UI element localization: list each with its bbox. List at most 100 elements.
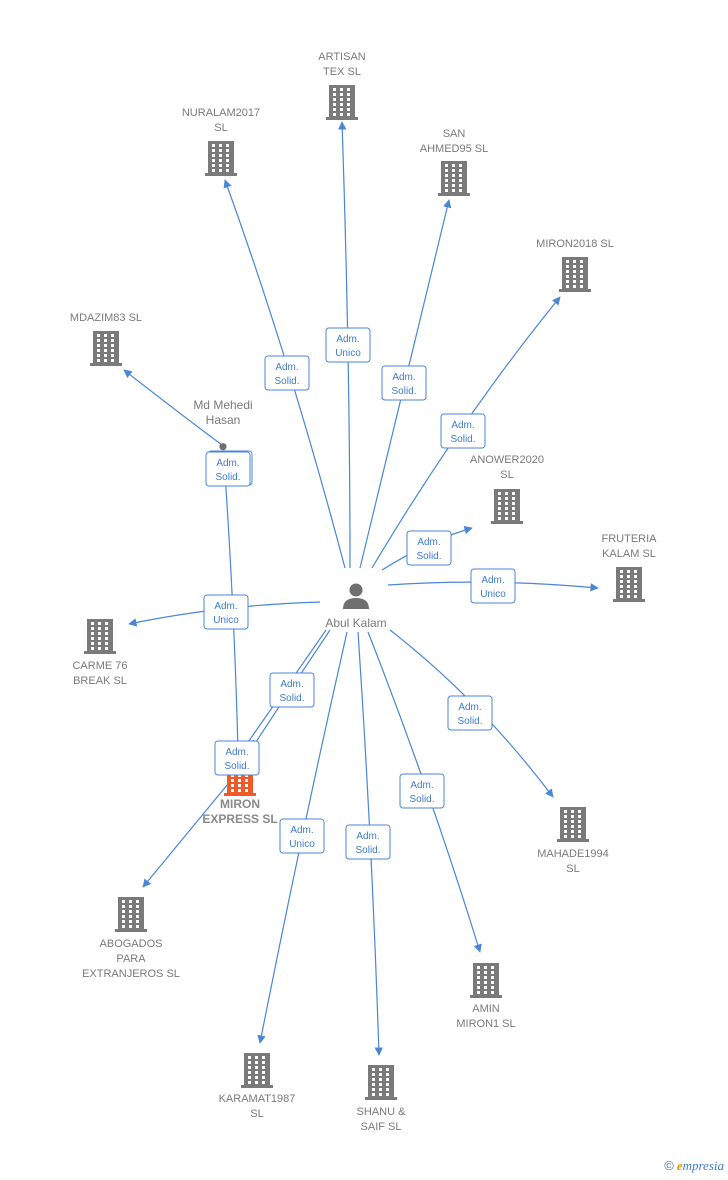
role-label-abul-to-miron[interactable]: Adm. Solid.	[269, 672, 315, 708]
role-text: Solid.	[215, 472, 240, 483]
building-icon	[205, 141, 237, 176]
role-label-abul-to-anower[interactable]: Adm. Solid.	[406, 530, 452, 566]
role-box	[440, 413, 486, 449]
role-text: Adm.	[410, 780, 433, 791]
role-label-abul-to-mahade[interactable]: Adm. Solid.	[447, 695, 493, 731]
building-icon	[115, 897, 147, 932]
role-label-mdmehedi-to-miron[interactable]: Adm. Solid.	[205, 451, 251, 487]
node-label: Md Mehedi	[193, 398, 252, 412]
node-label: SAN	[443, 128, 466, 140]
building-icon	[84, 619, 116, 654]
role-label-abul-to-shanu[interactable]: Adm.Solid.	[345, 824, 391, 860]
role-text: Adm.	[280, 679, 303, 690]
role-text: Unico	[213, 615, 239, 626]
node-label: AMIN	[472, 1003, 500, 1015]
role-label-abul-to-artisan[interactable]: Adm. Unico	[325, 327, 371, 363]
role-box	[269, 672, 315, 708]
node-abul[interactable]: Abul Kalam	[325, 583, 387, 631]
role-text: Adm.	[392, 372, 415, 383]
role-label-miron-to-abogados[interactable]: Adm.Solid.	[214, 740, 260, 776]
role-text: Adm.	[290, 825, 313, 836]
role-text: Solid.	[409, 794, 434, 805]
node-label: EXPRESS SL	[202, 812, 277, 826]
node-label: KARAMAT1987	[219, 1093, 296, 1105]
node-label: SL	[500, 469, 513, 481]
role-box	[279, 818, 325, 854]
role-box	[399, 773, 445, 809]
role-box	[381, 365, 427, 401]
role-label-abul-to-amin[interactable]: Adm. Solid.	[399, 773, 445, 809]
edge-mdmehedi-to-mdazim	[123, 369, 223, 446]
node-label: SHANU &	[357, 1106, 407, 1118]
building-icon	[557, 807, 589, 842]
role-label-abul-to-karamat[interactable]: Adm. Unico	[279, 818, 325, 854]
node-fruteria[interactable]: FRUTERIA KALAM SL	[602, 533, 658, 602]
role-text: Adm.	[275, 362, 298, 373]
role-text: Adm.	[216, 458, 239, 469]
role-box	[264, 355, 310, 391]
role-label-abul-to-carme[interactable]: Adm. Unico	[203, 594, 249, 630]
role-text: Solid.	[457, 716, 482, 727]
role-text: Adm.	[458, 702, 481, 713]
empresia-logo: ©empresia	[664, 1158, 724, 1174]
node-label: SL	[250, 1108, 263, 1120]
role-text: Solid.	[224, 761, 249, 772]
role-text: Unico	[289, 839, 315, 850]
node-label: ANOWER2020	[470, 454, 544, 466]
building-icon	[438, 161, 470, 196]
role-label-abul-to-miron2018[interactable]: Adm.Solid.	[440, 413, 486, 449]
role-label-abul-to-fruteria[interactable]: Adm.Unico	[470, 568, 516, 604]
node-shanu[interactable]: SHANU & SAIF SL	[357, 1065, 407, 1133]
building-icon	[90, 331, 122, 366]
building-icon	[491, 489, 523, 524]
node-label: MDAZIM83 SL	[70, 312, 142, 324]
building-icon	[559, 257, 591, 292]
node-label: PARA	[116, 953, 146, 965]
role-label-abul-to-sanahmed[interactable]: Adm.Solid.	[381, 365, 427, 401]
node-mdazim[interactable]: MDAZIM83 SL	[70, 312, 142, 366]
node-label: MIRON	[220, 797, 260, 811]
role-box	[325, 327, 371, 363]
person-icon	[343, 583, 369, 609]
role-box	[406, 530, 452, 566]
building-icon	[241, 1053, 273, 1088]
node-label: TEX SL	[323, 66, 361, 78]
role-text: Unico	[335, 348, 361, 359]
roles-layer: Adm.UnicoAdm.Solid.Adm.Solid.Adm.Solid.A…	[203, 327, 516, 860]
brand-name-rest: mpresia	[682, 1158, 724, 1173]
role-text: Solid.	[355, 845, 380, 856]
building-icon	[365, 1065, 397, 1100]
node-miron2018[interactable]: MIRON2018 SL	[536, 238, 614, 292]
role-text: Adm.	[417, 537, 440, 548]
node-label: EXTRANJEROS SL	[82, 968, 180, 980]
node-label: CARME 76	[72, 660, 127, 672]
building-icon	[326, 85, 358, 120]
node-label: SAIF SL	[361, 1121, 402, 1133]
role-text: Adm.	[214, 601, 237, 612]
role-text: Solid.	[274, 376, 299, 387]
edge-miron-to-abogados	[142, 772, 238, 888]
role-box	[203, 594, 249, 630]
building-icon	[613, 567, 645, 602]
role-box	[447, 695, 493, 731]
role-text: Solid.	[416, 551, 441, 562]
role-text: Adm.	[336, 334, 359, 345]
node-label: NURALAM2017	[182, 107, 260, 119]
role-text: Adm.	[481, 575, 504, 586]
node-label: MAHADE1994	[537, 848, 609, 860]
copyright-symbol: ©	[664, 1158, 674, 1173]
node-label: FRUTERIA	[602, 533, 658, 545]
role-label-abul-to-nuralam[interactable]: Adm. Solid.	[264, 355, 310, 391]
node-label: KALAM SL	[602, 548, 656, 560]
role-text: Solid.	[279, 693, 304, 704]
